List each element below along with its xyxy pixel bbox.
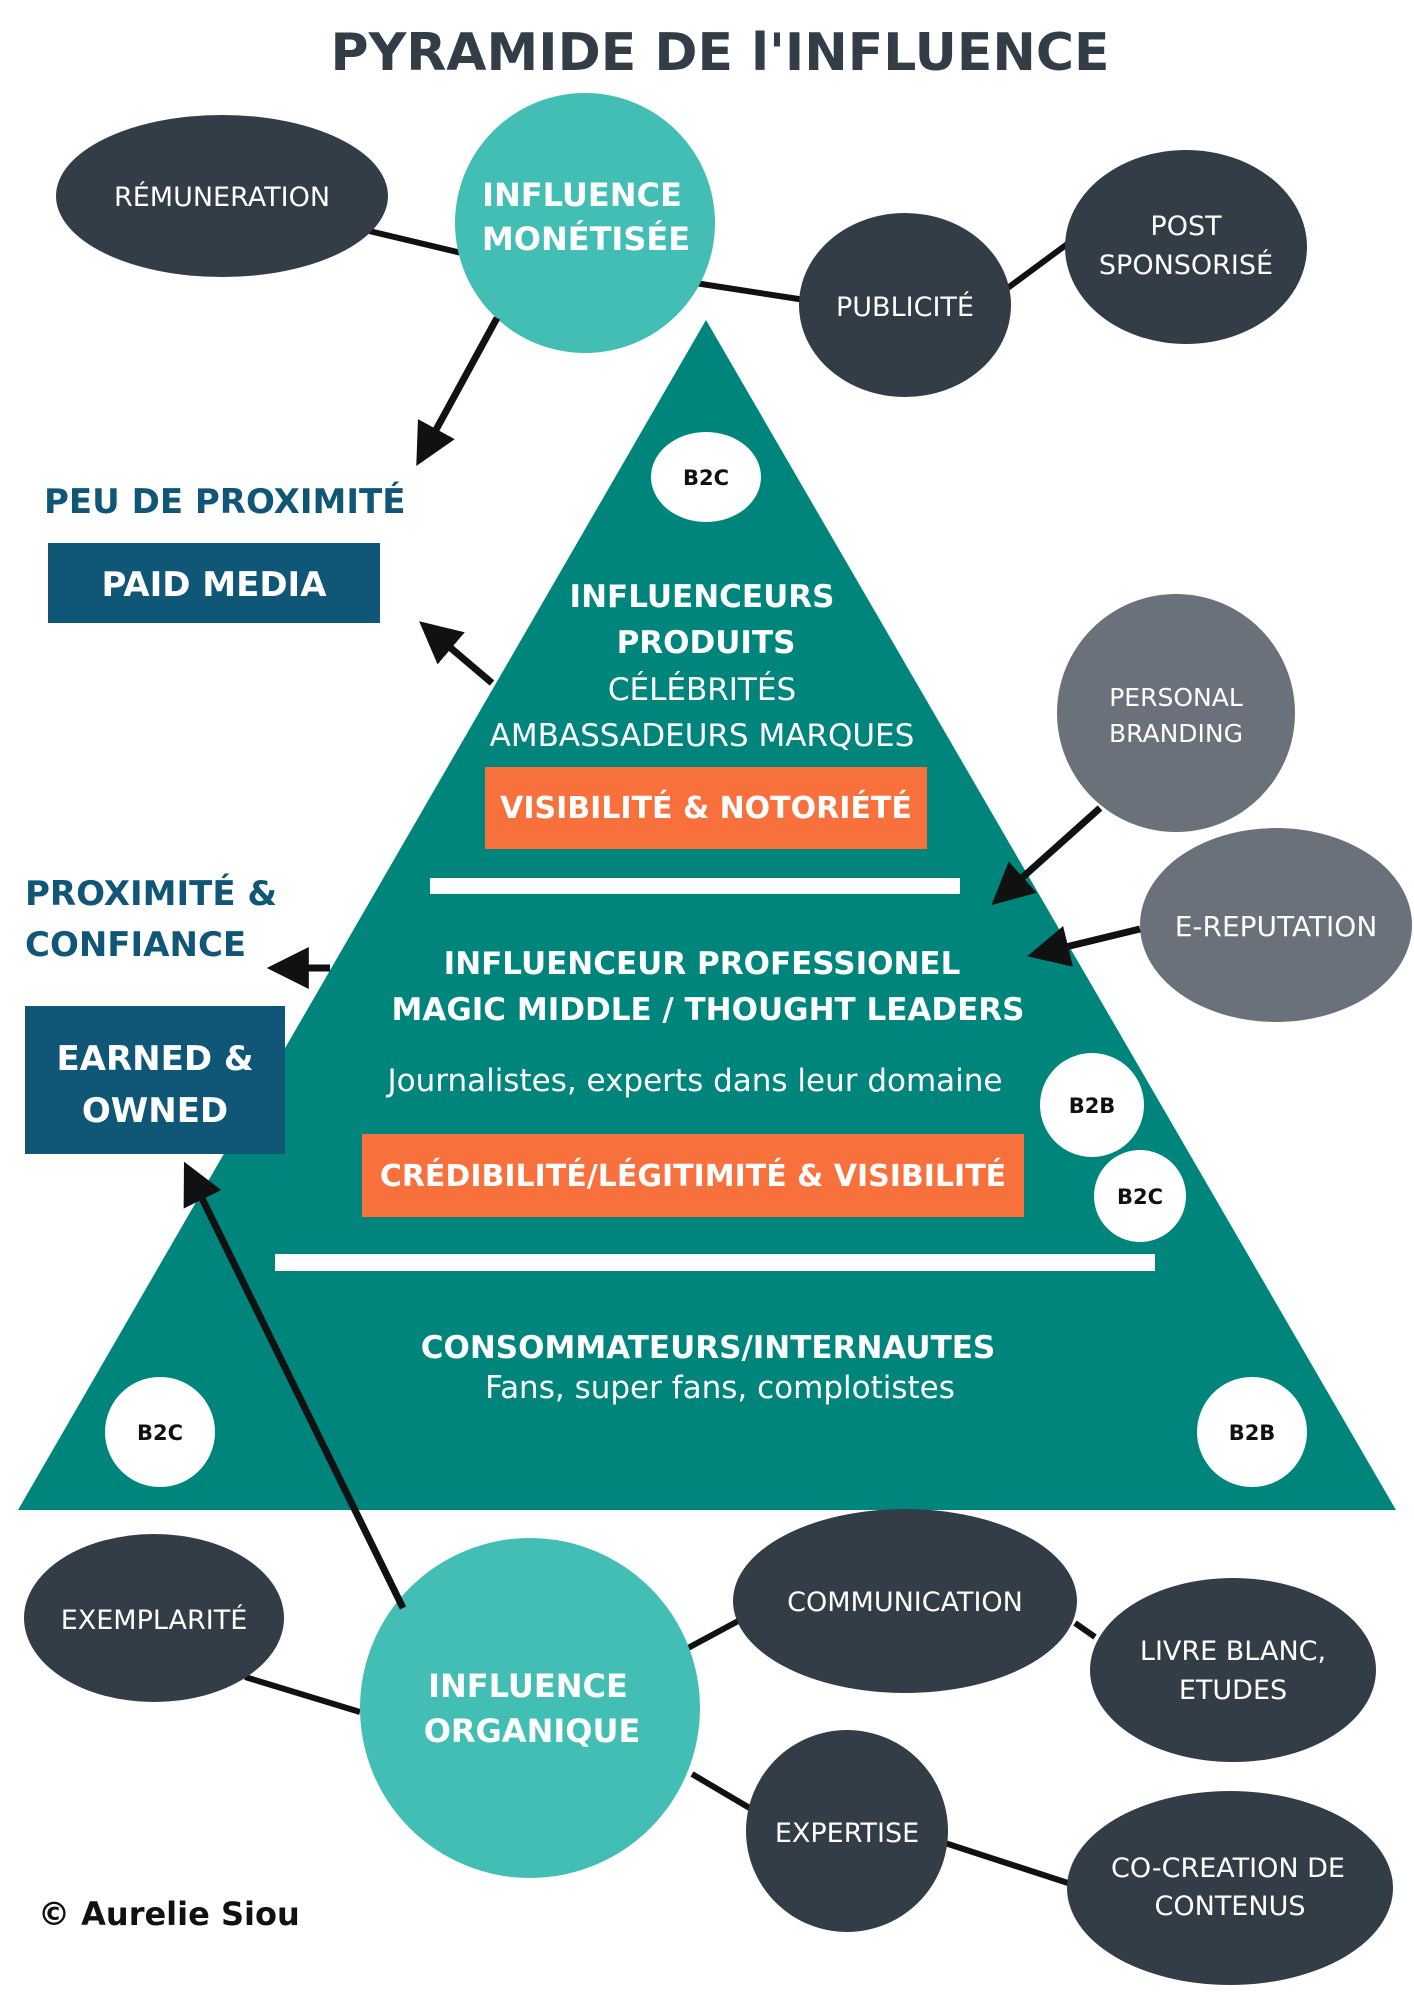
expertise-label: EXPERTISE <box>775 1818 919 1849</box>
publicite-node: PUBLICITÉ <box>799 213 1011 397</box>
connector-line <box>686 1617 742 1651</box>
connector-line <box>690 1771 755 1813</box>
badge-b2b-middle: B2B <box>1040 1053 1144 1157</box>
livre-blanc-line1: LIVRE BLANC, <box>1140 1636 1326 1667</box>
copyright: © Aurelie Siou <box>38 1895 300 1933</box>
influence-monetisee-line1: INFLUENCE <box>482 176 682 214</box>
connector-line <box>1073 1620 1097 1640</box>
badge-b2b-bottom: B2B <box>1197 1377 1307 1487</box>
tier-top-line1: INFLUENCEURS <box>570 579 835 615</box>
arrow <box>419 621 495 686</box>
earned-owned-line1: EARNED & <box>56 1039 253 1079</box>
badge-b2b-bottom-label: B2B <box>1229 1421 1276 1445</box>
influence-organique-line1: INFLUENCE <box>428 1667 628 1705</box>
connector-line <box>1003 239 1072 293</box>
post-sponsorise-line2: SPONSORISÉ <box>1099 249 1273 281</box>
tier-bottom-line1: CONSOMMATEURS/INTERNAUTES <box>421 1330 996 1366</box>
tier-bottom-line2: Fans, super fans, complotistes <box>485 1370 955 1406</box>
connector-line <box>694 280 806 303</box>
communication-node: COMMUNICATION <box>733 1509 1077 1693</box>
exemplarite-label: EXEMPLARITÉ <box>61 1604 248 1636</box>
post-sponsorise-line1: POST <box>1150 211 1222 242</box>
arrow <box>416 316 501 466</box>
badge-b2c-middle: B2C <box>1094 1150 1186 1242</box>
influence-monetisee-node: INFLUENCE MONÉTISÉE <box>455 93 715 353</box>
peu-de-proximite-label: PEU DE PROXIMITÉ <box>44 481 405 522</box>
expertise-node: EXPERTISE <box>746 1730 948 1932</box>
remuneration-node: RÉMUNERATION <box>56 115 388 277</box>
proximite-label-line2: CONFIANCE <box>25 925 246 965</box>
tier-top-line2: PRODUITS <box>617 625 796 661</box>
pyramid-divider-top <box>430 878 960 894</box>
connector-line <box>944 1840 1069 1886</box>
visibilite-notoriete-tag <box>485 767 927 849</box>
personal-branding-node: PERSONAL BRANDING <box>1057 594 1295 832</box>
badge-b2c-bottom: B2C <box>105 1377 215 1487</box>
livre-blanc-node: LIVRE BLANC, ETUDES <box>1090 1578 1376 1762</box>
paid-media-label: PAID MEDIA <box>101 565 327 605</box>
badge-b2c-middle-label: B2C <box>1117 1185 1163 1209</box>
earned-owned-box <box>25 1006 285 1154</box>
tier-middle-line1: INFLUENCEUR PROFESSIONEL <box>444 946 961 982</box>
livre-blanc-line2: ETUDES <box>1179 1675 1287 1706</box>
badge-b2b-middle-label: B2B <box>1069 1094 1116 1118</box>
connector-line <box>364 227 471 258</box>
arrow <box>991 805 1103 906</box>
tier-top-line4: AMBASSADEURS MARQUES <box>490 718 915 754</box>
co-creation-node: CO-CREATION DE CONTENUS <box>1067 1791 1393 1985</box>
influence-organique-node: INFLUENCE ORGANIQUE <box>360 1538 700 1878</box>
tier-middle-regular: Journalistes, experts dans leur domaine <box>385 1063 1002 1099</box>
pyramid-divider-bottom <box>275 1254 1155 1271</box>
co-creation-line2: CONTENUS <box>1155 1891 1306 1922</box>
exemplarite-node: EXEMPLARITÉ <box>24 1534 284 1702</box>
paid-media-box <box>48 543 380 623</box>
proximite-label-line1: PROXIMITÉ & <box>25 873 277 914</box>
personal-branding-line1: PERSONAL <box>1109 683 1243 712</box>
tier-top-line3: CÉLÉBRITÉS <box>608 672 796 708</box>
influence-organique-line2: ORGANIQUE <box>424 1712 641 1750</box>
post-sponsorise-node: POST SPONSORISÉ <box>1065 150 1307 344</box>
remuneration-label: RÉMUNERATION <box>114 181 330 213</box>
arrow <box>183 1161 407 1610</box>
visibilite-notoriete-label: VISIBILITÉ & NOTORIÉTÉ <box>500 790 912 826</box>
connector-line <box>244 1674 361 1715</box>
influence-monetisee-line2: MONÉTISÉE <box>482 220 690 258</box>
credibilite-tag <box>362 1134 1024 1217</box>
publicite-label: PUBLICITÉ <box>836 291 974 323</box>
badge-b2c-top-label: B2C <box>683 466 729 490</box>
e-reputation-label: E-REPUTATION <box>1175 910 1378 943</box>
badge-b2c-bottom-label: B2C <box>137 1421 183 1445</box>
earned-owned-line2: OWNED <box>82 1091 228 1131</box>
co-creation-line1: CO-CREATION DE <box>1111 1853 1345 1884</box>
communication-label: COMMUNICATION <box>787 1587 1023 1618</box>
page-title: PYRAMIDE DE l'INFLUENCE <box>330 23 1109 83</box>
badge-b2c-top: B2C <box>651 432 761 522</box>
arrow <box>1027 925 1141 967</box>
e-reputation-node: E-REPUTATION <box>1140 828 1412 1022</box>
personal-branding-line2: BRANDING <box>1109 719 1243 748</box>
credibilite-label: CRÉDIBILITÉ/LÉGITIMITÉ & VISIBILITÉ <box>380 1158 1006 1194</box>
tier-middle-line2: MAGIC MIDDLE / THOUGHT LEADERS <box>391 992 1024 1028</box>
